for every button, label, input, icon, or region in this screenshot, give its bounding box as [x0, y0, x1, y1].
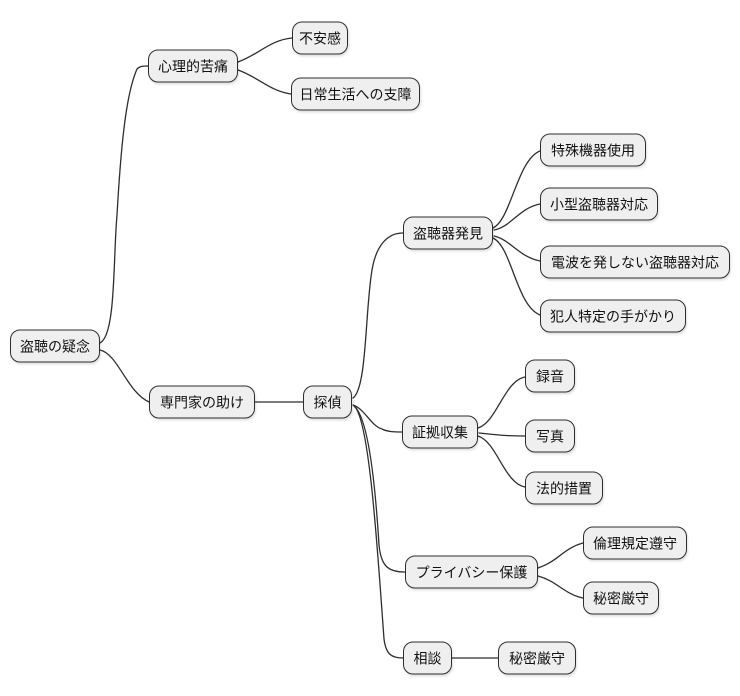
edge-privacy-to-confidentiality: [537, 575, 584, 599]
edge-evidence-to-photos: [478, 432, 526, 437]
node-non-radio-bug-support[interactable]: 電波を発しない盗聴器対応: [540, 245, 730, 279]
edge-bug-detection-to-small-bug: [493, 203, 541, 231]
node-culprit-clues[interactable]: 犯人特定の手がかり: [540, 299, 686, 333]
node-daily-life-disruption[interactable]: 日常生活への支障: [291, 77, 420, 111]
edge-bug-detection-to-culprit-clues: [492, 237, 541, 316]
node-detective[interactable]: 探偵: [303, 385, 352, 419]
node-expert-help[interactable]: 専門家の助け: [149, 385, 255, 419]
edge-detective-to-privacy: [353, 405, 406, 573]
edge-psychological-to-anxiety: [237, 37, 293, 63]
node-legal-action[interactable]: 法的措置: [525, 471, 603, 505]
node-psychological-distress[interactable]: 心理的苦痛: [148, 49, 238, 83]
edge-privacy-to-ethics: [537, 542, 584, 569]
edge-detective-to-bug-detection: [352, 232, 404, 399]
node-confidentiality-privacy[interactable]: 秘密厳守: [583, 581, 659, 615]
edge-bug-detection-to-special-equipment: [492, 150, 541, 229]
node-evidence-collection[interactable]: 証拠収集: [402, 415, 478, 449]
node-root[interactable]: 盗聴の疑念: [10, 329, 100, 363]
edge-detective-to-consultation: [354, 406, 404, 659]
edge-evidence-to-legal-action: [477, 435, 526, 488]
node-special-equipment[interactable]: 特殊機器使用: [540, 133, 646, 167]
edge-root-to-psychological-distress: [99, 65, 149, 344]
node-privacy-protection[interactable]: プライバシー保護: [405, 555, 538, 589]
edge-evidence-to-recording: [477, 376, 526, 429]
edge-detective-to-evidence: [352, 404, 403, 433]
node-photos[interactable]: 写真: [525, 419, 575, 453]
edge-bug-detection-to-non-radio-bug: [493, 235, 541, 262]
edge-psychological-to-daily-life: [237, 69, 292, 95]
node-anxiety[interactable]: 不安感: [292, 21, 348, 55]
node-bug-detection[interactable]: 盗聴器発見: [403, 216, 493, 250]
node-recording[interactable]: 録音: [525, 359, 575, 393]
node-small-bug-support[interactable]: 小型盗聴器対応: [540, 187, 658, 221]
edge-root-to-expert-help: [99, 349, 150, 403]
node-confidentiality-consult[interactable]: 秘密厳守: [498, 641, 576, 675]
node-consultation[interactable]: 相談: [403, 641, 452, 675]
node-ethics-compliance[interactable]: 倫理規定遵守: [583, 526, 687, 560]
